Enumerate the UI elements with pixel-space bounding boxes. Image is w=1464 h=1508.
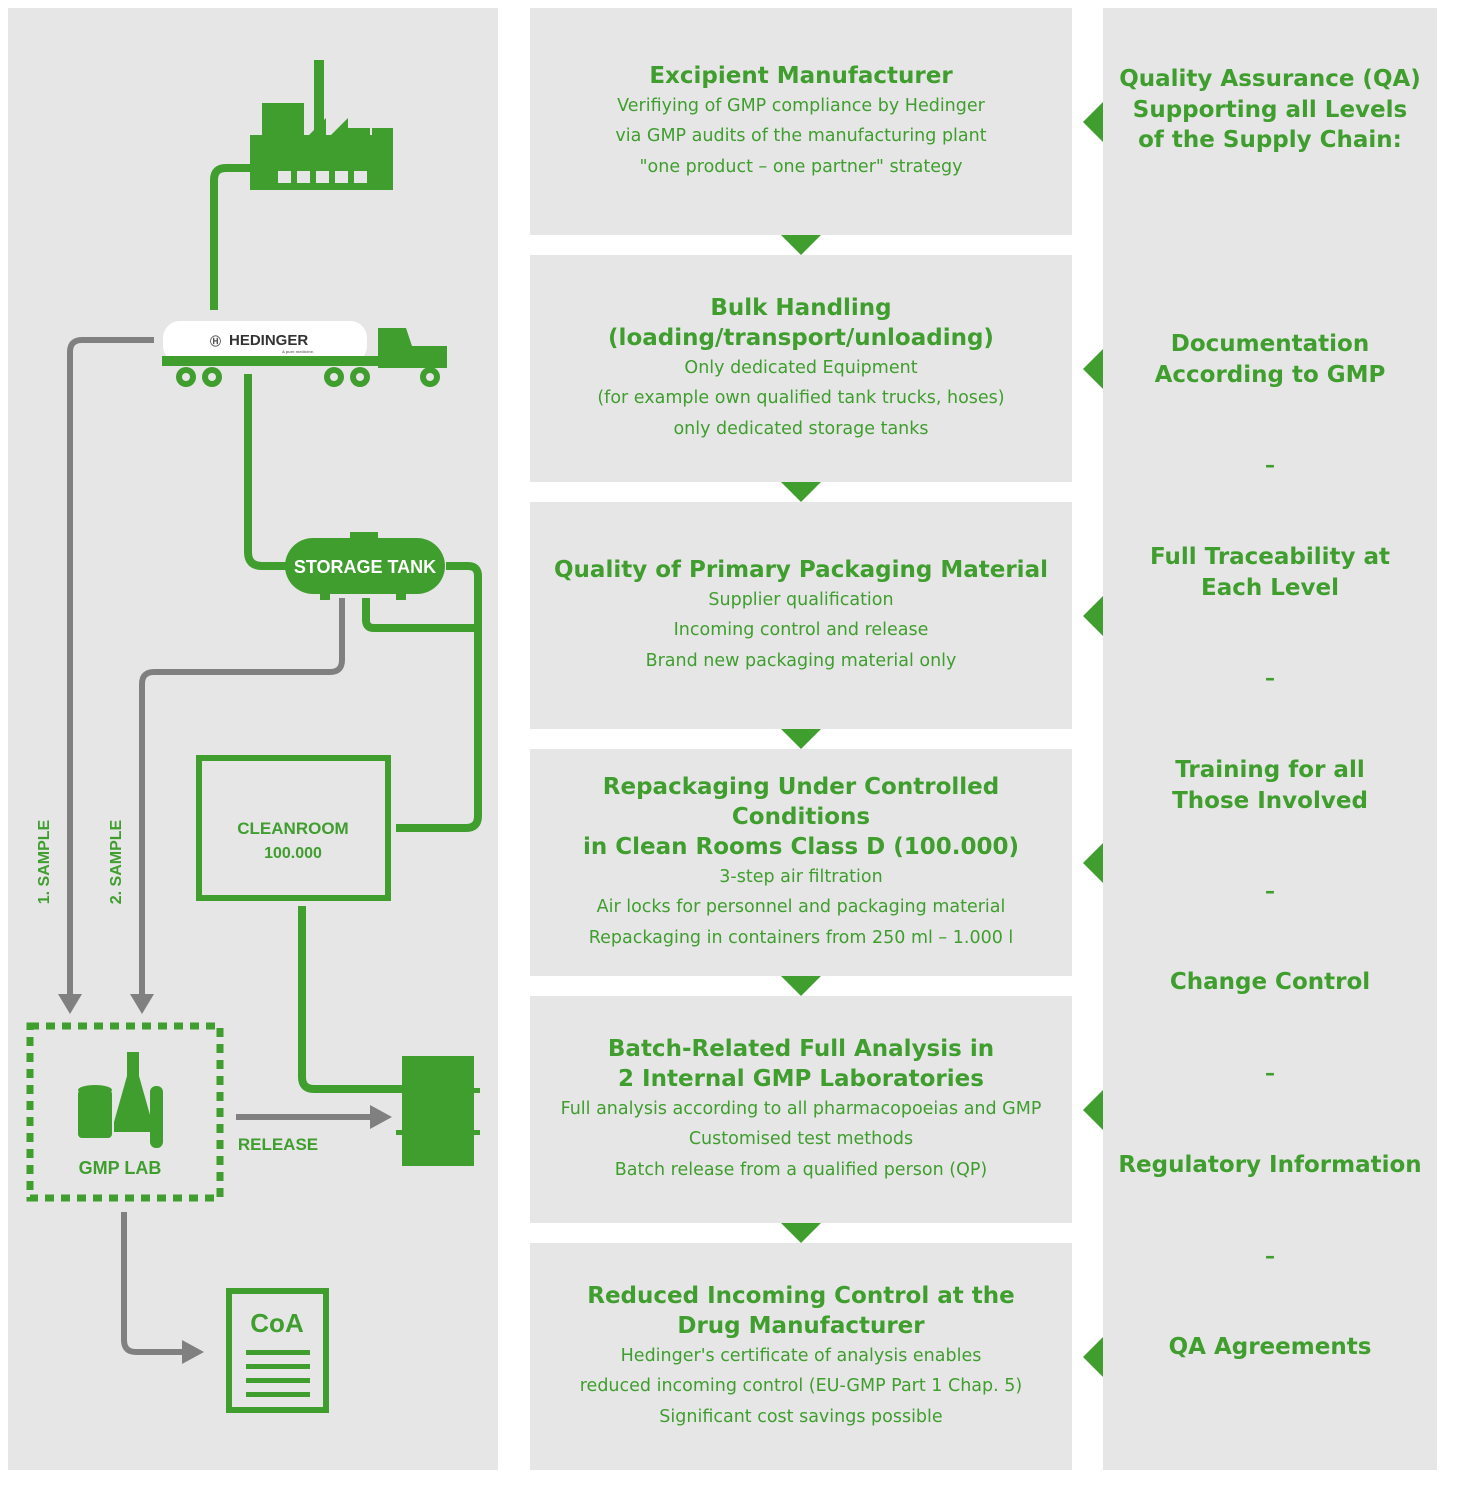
cleanroom-class: 100.000 bbox=[264, 845, 322, 862]
step-bulk-handling: Bulk Handling (loading/transport/unloadi… bbox=[530, 255, 1072, 482]
step-title: Drug Manufacturer bbox=[677, 1312, 925, 1339]
qa-header-line: of the Supply Chain: bbox=[1138, 127, 1402, 153]
certificate-document-icon: CoA bbox=[226, 1288, 329, 1413]
factory-icon bbox=[250, 60, 393, 190]
flow-down-arrow bbox=[781, 729, 821, 749]
qa-item-training: Training for all Those Involved bbox=[1103, 755, 1437, 816]
qa-separator: – bbox=[1265, 453, 1275, 477]
step-title: Excipient Manufacturer bbox=[649, 62, 953, 89]
sample-arrowheads bbox=[58, 994, 392, 1364]
step-batch-analysis: Batch-Related Full Analysis in 2 Interna… bbox=[530, 996, 1072, 1223]
lab-flask-icon bbox=[78, 1052, 163, 1148]
qa-item-line: Those Involved bbox=[1172, 787, 1368, 814]
step-detail: only dedicated storage tanks bbox=[673, 418, 929, 439]
drum-icon bbox=[396, 1056, 480, 1166]
step-title: in Clean Rooms Class D (100.000) bbox=[582, 833, 1020, 860]
coa-label: CoA bbox=[250, 1308, 304, 1338]
storage-tank: STORAGE TANK bbox=[285, 532, 445, 600]
qa-item-line: Documentation bbox=[1170, 331, 1370, 357]
step-excipient-manufacturer: Excipient Manufacturer Verifiying of GMP… bbox=[530, 8, 1072, 235]
step-repackaging: Repackaging Under Controlled Conditions … bbox=[530, 749, 1072, 976]
qa-separator: – bbox=[1265, 1061, 1275, 1085]
step-detail: "one product – one partner" strategy bbox=[639, 156, 963, 177]
step-detail: Customised test methods bbox=[688, 1129, 914, 1150]
qa-item-line: Full Traceability at bbox=[1149, 544, 1391, 570]
qa-item-documentation: Documentation According to GMP bbox=[1103, 329, 1437, 390]
qa-pointer-arrow bbox=[1083, 349, 1103, 389]
qa-separator: – bbox=[1265, 666, 1275, 690]
flow-down-arrow bbox=[781, 976, 821, 996]
step-title: Quality of Primary Packaging Material bbox=[554, 556, 1048, 583]
step-detail: Repackaging in containers from 250 ml – … bbox=[588, 927, 1014, 948]
step-title: Bulk Handling bbox=[710, 294, 892, 321]
step-title: (loading/transport/unloading) bbox=[608, 324, 994, 351]
qa-pointer-arrow bbox=[1083, 1090, 1103, 1130]
step-detail: (for example own qualified tank trucks, … bbox=[597, 388, 1005, 409]
step-title: Repackaging Under Controlled Conditions bbox=[602, 773, 1000, 830]
sample-lines bbox=[67, 337, 372, 1355]
storage-tank-label: STORAGE TANK bbox=[294, 557, 436, 577]
qa-item-line: According to GMP bbox=[1154, 361, 1386, 388]
truck-tagline: A pure medicine. bbox=[282, 349, 314, 354]
product-pipeline bbox=[210, 164, 482, 1093]
flow-panel bbox=[8, 8, 498, 1470]
step-detail: Brand new packaging material only bbox=[645, 650, 957, 671]
step-detail: Supplier qualification bbox=[708, 589, 894, 610]
qa-item-line: Training for all bbox=[1175, 757, 1365, 783]
qa-header-line: Quality Assurance (QA) bbox=[1119, 66, 1421, 92]
truck-logo-mark: Ⓗ bbox=[210, 334, 221, 348]
qa-item-change-control: Change Control bbox=[1103, 967, 1437, 998]
tank-truck-icon: Ⓗ HEDINGER A pure medicine. bbox=[161, 319, 447, 387]
qa-header: Quality Assurance (QA) Supporting all Le… bbox=[1103, 64, 1437, 156]
sample-1-label: 1. SAMPLE bbox=[36, 819, 53, 904]
supply-chain-flow-diagram: Ⓗ HEDINGER A pure medicine. STORAGE TANK… bbox=[26, 60, 482, 1413]
step-primary-packaging: Quality of Primary Packaging Material Su… bbox=[530, 502, 1072, 729]
qa-panel bbox=[1103, 8, 1437, 1470]
step-detail: Hedinger's certificate of analysis enabl… bbox=[620, 1345, 982, 1366]
factory-windows bbox=[278, 171, 367, 183]
cleanroom-box: CLEANROOM 100.000 bbox=[196, 755, 391, 901]
qa-item-line: Each Level bbox=[1201, 574, 1339, 601]
qa-pointer-arrow bbox=[1083, 843, 1103, 883]
step-detail: 3-step air filtration bbox=[719, 866, 883, 887]
qa-item-line: Change Control bbox=[1169, 969, 1371, 995]
qa-separator: – bbox=[1265, 879, 1275, 903]
step-detail: Air locks for personnel and packaging ma… bbox=[596, 897, 1006, 918]
gmp-lab-box: GMP LAB bbox=[26, 1022, 224, 1202]
qa-pointer-arrow bbox=[1083, 1337, 1103, 1377]
qa-pointer-arrow bbox=[1083, 102, 1103, 142]
step-detail: Full analysis according to all pharmacop… bbox=[560, 1098, 1042, 1119]
step-detail: Incoming control and release bbox=[673, 620, 929, 641]
qa-header-line: Supporting all Levels bbox=[1132, 96, 1408, 123]
step-detail: reduced incoming control (EU-GMP Part 1 … bbox=[579, 1376, 1023, 1397]
cleanroom-label: CLEANROOM bbox=[237, 819, 348, 838]
step-detail: Verifiying of GMP compliance by Hedinger bbox=[617, 95, 985, 116]
flow-down-arrow bbox=[781, 482, 821, 502]
flow-down-arrow bbox=[781, 235, 821, 255]
qa-item-agreements: QA Agreements bbox=[1103, 1332, 1437, 1363]
qa-pointer-arrow bbox=[1083, 596, 1103, 636]
step-title: 2 Internal GMP Laboratories bbox=[618, 1065, 984, 1092]
step-detail: Only dedicated Equipment bbox=[684, 357, 918, 378]
release-label: RELEASE bbox=[238, 1135, 318, 1154]
sample-2-label: 2. SAMPLE bbox=[108, 819, 125, 904]
qa-item-regulatory-information: Regulatory Information bbox=[1103, 1150, 1437, 1181]
gmp-lab-label: GMP LAB bbox=[79, 1158, 162, 1178]
qa-item-line: Regulatory Information bbox=[1118, 1152, 1422, 1178]
step-detail: Batch release from a qualified person (Q… bbox=[614, 1159, 988, 1180]
step-detail: via GMP audits of the manufacturing plan… bbox=[615, 126, 987, 147]
step-detail: Significant cost savings possible bbox=[659, 1406, 943, 1427]
step-title: Reduced Incoming Control at the bbox=[587, 1282, 1015, 1309]
flow-down-arrow bbox=[781, 1223, 821, 1243]
qa-separator: – bbox=[1265, 1244, 1275, 1268]
step-title: Batch-Related Full Analysis in bbox=[607, 1035, 995, 1062]
qa-item-line: QA Agreements bbox=[1168, 1334, 1372, 1360]
step-reduced-incoming-control: Reduced Incoming Control at the Drug Man… bbox=[530, 1243, 1072, 1470]
qa-item-traceability: Full Traceability at Each Level bbox=[1103, 542, 1437, 603]
truck-brand: HEDINGER bbox=[229, 332, 308, 349]
